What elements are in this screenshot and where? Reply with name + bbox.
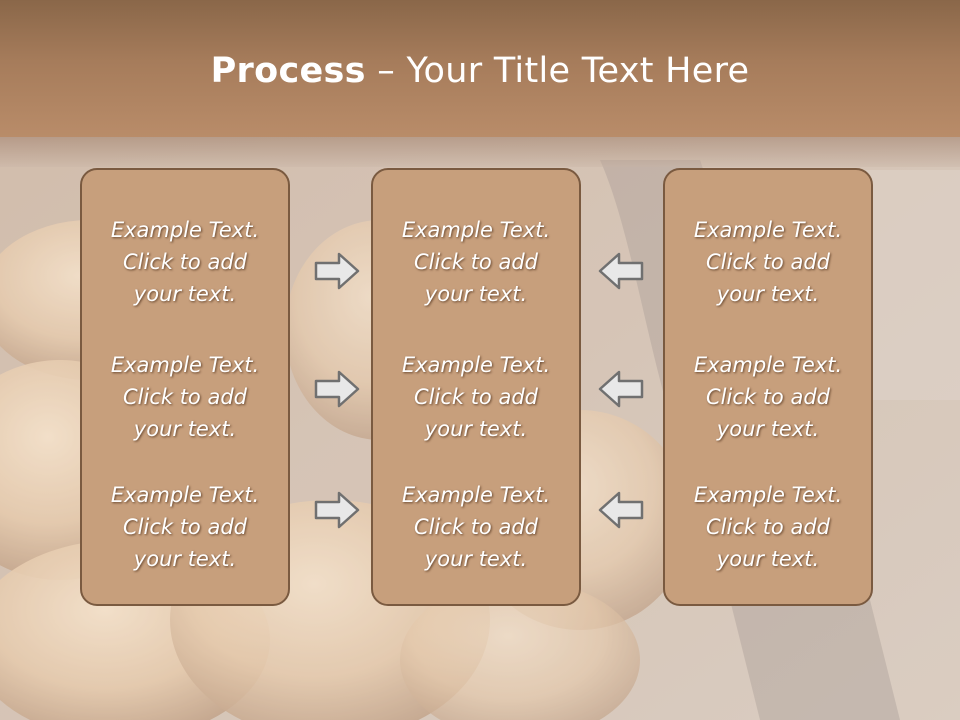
process-box-left[interactable]: Example Text. Click to add your text. Ex… (80, 168, 290, 606)
text-line: Example Text. (110, 353, 260, 377)
text-line: your text. (133, 282, 237, 306)
text-line: Click to add (705, 250, 830, 274)
text-line: Example Text. (110, 218, 260, 242)
text-line: your text. (133, 417, 237, 441)
text-line: Example Text. (693, 353, 843, 377)
arrow-left-icon[interactable] (597, 369, 645, 409)
text-line: your text. (716, 547, 820, 571)
text-line: Click to add (413, 250, 538, 274)
text-block[interactable]: Example Text. Click to add your text. (82, 479, 288, 575)
arrow-right-icon[interactable] (313, 490, 361, 530)
text-line: Click to add (122, 250, 247, 274)
text-line: your text. (133, 547, 237, 571)
text-line: Example Text. (401, 353, 551, 377)
text-block[interactable]: Example Text. Click to add your text. (373, 479, 579, 575)
text-block[interactable]: Example Text. Click to add your text. (82, 214, 288, 310)
text-block[interactable]: Example Text. Click to add your text. (665, 349, 871, 445)
text-line: your text. (716, 417, 820, 441)
text-line: Click to add (413, 385, 538, 409)
slide-title[interactable]: Process – Your Title Text Here (0, 50, 960, 92)
text-line: Example Text. (693, 218, 843, 242)
title-bar-shadow-strip (0, 137, 960, 167)
text-line: your text. (716, 282, 820, 306)
title-rest-text: – Your Title Text Here (365, 51, 750, 91)
text-line: your text. (424, 282, 528, 306)
text-line: Example Text. (401, 218, 551, 242)
text-line: your text. (424, 547, 528, 571)
text-block[interactable]: Example Text. Click to add your text. (373, 349, 579, 445)
text-line: Example Text. (401, 483, 551, 507)
arrow-left-icon[interactable] (597, 251, 645, 291)
text-block[interactable]: Example Text. Click to add your text. (665, 479, 871, 575)
text-line: Click to add (705, 515, 830, 539)
title-bar (0, 0, 960, 137)
process-box-center[interactable]: Example Text. Click to add your text. Ex… (371, 168, 581, 606)
text-line: Click to add (705, 385, 830, 409)
text-line: Click to add (122, 515, 247, 539)
arrow-right-icon[interactable] (313, 251, 361, 291)
process-box-right[interactable]: Example Text. Click to add your text. Ex… (663, 168, 873, 606)
arrow-left-icon[interactable] (597, 490, 645, 530)
text-line: Click to add (413, 515, 538, 539)
text-line: Example Text. (693, 483, 843, 507)
text-line: Example Text. (110, 483, 260, 507)
text-line: Click to add (122, 385, 247, 409)
text-block[interactable]: Example Text. Click to add your text. (665, 214, 871, 310)
text-block[interactable]: Example Text. Click to add your text. (82, 349, 288, 445)
title-bold-word: Process (210, 51, 366, 91)
text-line: your text. (424, 417, 528, 441)
text-block[interactable]: Example Text. Click to add your text. (373, 214, 579, 310)
arrow-right-icon[interactable] (313, 369, 361, 409)
